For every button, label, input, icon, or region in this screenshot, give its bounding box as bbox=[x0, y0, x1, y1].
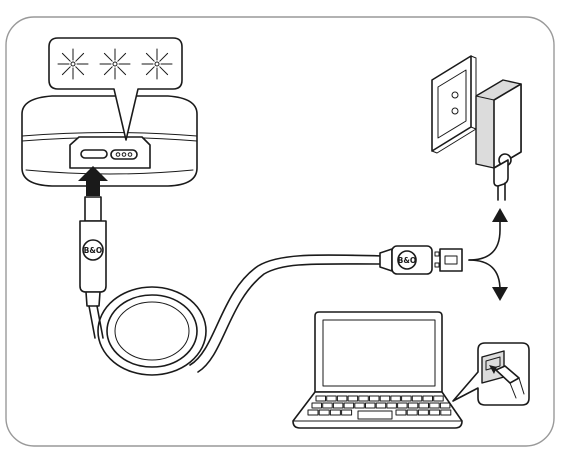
brand-logo-badge bbox=[397, 250, 417, 270]
led-glow-icon bbox=[141, 48, 173, 80]
laptop-key bbox=[354, 402, 365, 409]
laptop-key bbox=[369, 395, 380, 402]
led-glow-icon bbox=[99, 48, 131, 80]
laptop-spacebar bbox=[357, 410, 393, 420]
laptop-key bbox=[365, 402, 376, 409]
usb-c-port bbox=[80, 149, 108, 159]
brand-logo-text: B&O bbox=[84, 246, 103, 255]
laptop-key bbox=[379, 395, 391, 402]
led-glow-icon bbox=[57, 48, 89, 80]
laptop-key bbox=[411, 395, 423, 402]
charging-case bbox=[21, 95, 198, 187]
laptop-key bbox=[311, 402, 322, 409]
split-arrow-icon bbox=[468, 208, 508, 301]
down-arrow-icon bbox=[492, 287, 508, 301]
cable-strain-relief bbox=[85, 291, 101, 307]
usb-a-plug: B&O bbox=[379, 245, 463, 275]
laptop-key bbox=[358, 395, 369, 402]
power-adapter bbox=[475, 79, 522, 201]
laptop-key bbox=[326, 395, 337, 402]
laptop-key bbox=[386, 402, 397, 409]
laptop-key bbox=[390, 395, 401, 402]
laptop-key bbox=[341, 409, 353, 416]
laptop-keyboard bbox=[307, 395, 452, 416]
laptop-key bbox=[307, 409, 319, 416]
laptop bbox=[292, 311, 463, 429]
pogo-pin-contacts bbox=[110, 149, 138, 160]
laptop-key bbox=[417, 409, 429, 416]
wall-outlet bbox=[431, 55, 477, 154]
laptop-key bbox=[332, 402, 344, 409]
usb-port-callout bbox=[452, 342, 530, 406]
usb-a-connector bbox=[439, 248, 463, 272]
laptop-key bbox=[318, 409, 330, 416]
laptop-key bbox=[429, 402, 440, 409]
laptop-key bbox=[407, 402, 419, 409]
usb-c-plug: B&O bbox=[79, 196, 107, 307]
laptop-key bbox=[433, 395, 444, 402]
usb-symbol-icon bbox=[434, 251, 440, 268]
laptop-key bbox=[375, 402, 387, 409]
laptop-screen bbox=[314, 311, 443, 393]
laptop-key bbox=[336, 395, 348, 402]
laptop-key bbox=[329, 409, 341, 416]
laptop-key bbox=[422, 395, 433, 402]
laptop-key bbox=[440, 409, 452, 416]
laptop-key bbox=[397, 402, 408, 409]
usb-cable bbox=[88, 254, 383, 376]
adapter-usb-plug bbox=[493, 159, 509, 187]
laptop-key bbox=[315, 395, 326, 402]
laptop-key bbox=[439, 402, 451, 409]
up-arrow-icon bbox=[78, 166, 108, 196]
led-indicator-callout bbox=[48, 37, 183, 141]
laptop-key bbox=[343, 402, 355, 409]
up-arrow-icon bbox=[492, 208, 508, 222]
case-port-panel bbox=[69, 136, 151, 169]
laptop-key bbox=[395, 409, 407, 416]
laptop-key bbox=[401, 395, 412, 402]
laptop-key bbox=[347, 395, 359, 402]
brand-logo-badge bbox=[82, 239, 104, 261]
laptop-key bbox=[429, 409, 441, 416]
panel-frame bbox=[5, 16, 555, 447]
laptop-key bbox=[322, 402, 333, 409]
brand-logo-text: B&O bbox=[398, 256, 417, 265]
laptop-key bbox=[418, 402, 429, 409]
laptop-key bbox=[406, 409, 418, 416]
